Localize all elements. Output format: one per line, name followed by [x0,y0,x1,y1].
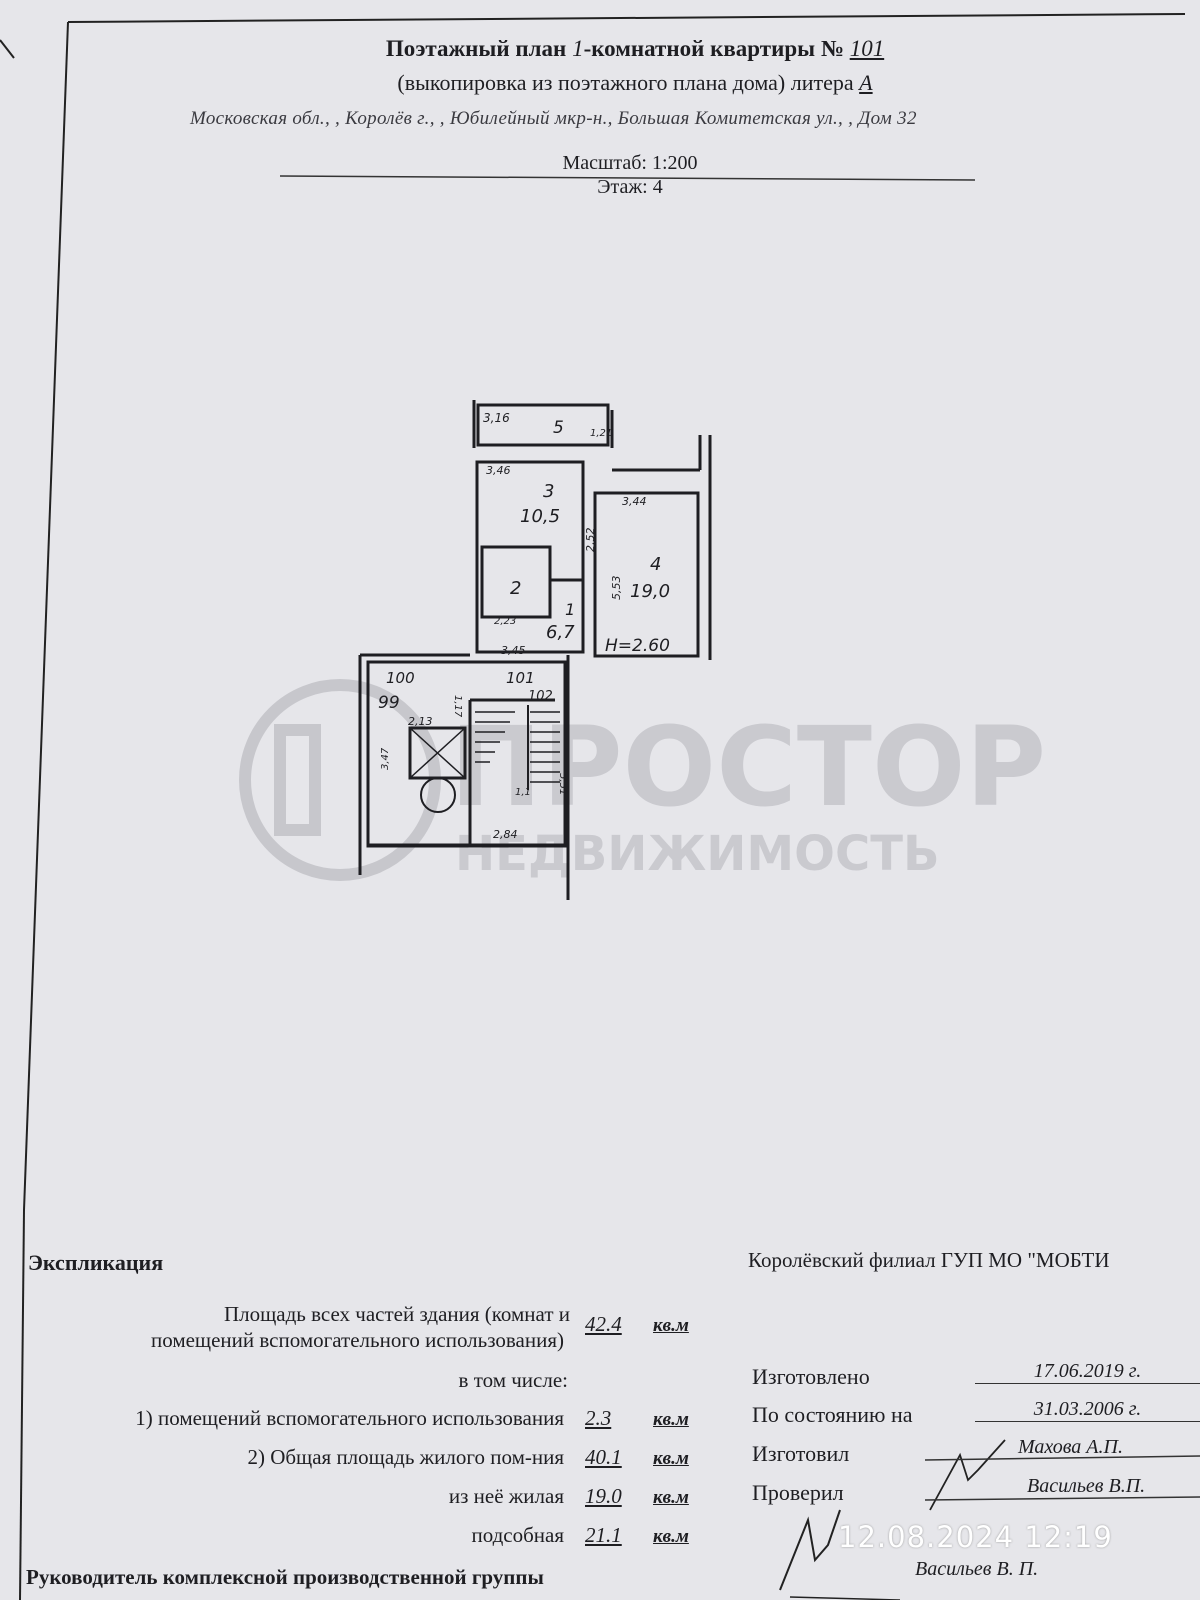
room-4-area: 19,0 [630,581,670,602]
address: Московская обл., , Королёв г., , Юбилейн… [190,108,917,129]
watermark-line2: НЕДВИЖИМОСТЬ [455,826,940,882]
room-2-dim: 2,23 [494,616,516,627]
room-1-number: 1 [565,600,575,619]
room-3-area: 10,5 [520,506,560,527]
watermark-line1: ПРОСТОР [450,703,1046,831]
living-label: из неё жилая [448,1484,564,1508]
neighbor-100: 100 [386,669,415,687]
living-total-value: 40.1 [585,1445,622,1469]
title-prefix: Поэтажный план [385,36,567,61]
document-title: Поэтажный план 1-комнатной квартиры № 10… [0,36,1200,62]
stair-dim-5: 3,47 [380,747,391,770]
total-unit: кв.м [653,1315,689,1336]
litera: А [859,70,873,95]
ceiling-height: Н=2.60 [605,636,670,656]
frame-left-low [19,1209,25,1600]
including-label: в том числе: [458,1368,568,1392]
neighbor-101: 101 [506,669,535,687]
photo-timestamp: 12.08.2024 12:19 [838,1520,1113,1554]
plan-labels: 3,16 5 1,21 3,46 3 10,5 2,52 3,44 5,53 4… [378,411,670,841]
head-name: Васильев В. П. [915,1558,1039,1580]
living-value: 19.0 [585,1484,622,1508]
title-rooms: 1 [572,36,584,61]
apartment-number: 101 [849,36,885,61]
floor-number: Этаж: 4 [597,176,663,198]
watermark-logo [239,679,441,881]
made-label: Изготовлено [752,1364,870,1389]
stair-dim-6: 1,1 [515,787,531,798]
signature-head [779,1509,841,1591]
room-5-number: 5 [553,418,564,438]
room-3-dim-b: 2,52 [584,528,597,553]
room-5-dim-b: 1,21 [590,428,612,439]
state-label: По состоянию на [752,1402,913,1427]
room-1-area: 6,7 [546,622,575,643]
total-label-1: Площадь всех частей здания (комнат и [223,1302,570,1326]
checker-value: Васильев В.П. [1027,1475,1146,1497]
room-2-number: 2 [510,578,521,599]
frame-left [23,21,69,1211]
title-middle: -комнатной квартиры № [583,36,844,61]
utility-unit: кв.м [653,1526,689,1547]
room-1-dim: 3,45 [501,644,526,657]
head-label: Руководитель комплексной производственно… [26,1565,544,1589]
room-4-dim-b: 5,53 [610,576,623,601]
aux-unit: кв.м [653,1409,689,1430]
room-3-dim-a: 3,46 [486,464,511,477]
living-total-unit: кв.м [653,1448,689,1469]
checker-label: Проверил [752,1480,844,1505]
header-rule [279,175,976,181]
made-value: 17.06.2019 г. [975,1360,1200,1384]
maker-label: Изготовил [752,1441,850,1466]
total-label-2: помещений вспомогательного использования… [150,1328,564,1352]
room-4-dim-a: 3,44 [622,495,647,508]
room-5-dim-a: 3,16 [483,411,510,425]
total-value: 42.4 [585,1312,622,1336]
explication-title: Экспликация [28,1250,164,1275]
room-3-number: 3 [543,481,554,502]
aux-label: 1) помещений вспомогательного использова… [135,1406,564,1430]
room-4-number: 4 [650,554,661,575]
document-subtitle: (выкопировка из поэтажного плана дома) л… [0,70,1200,96]
maker-line [924,1455,1200,1461]
neighbor-102: 102 [528,689,553,704]
frame-top [67,13,1186,23]
office-name: Королёвский филиал ГУП МО "МОБТИ [748,1248,1110,1272]
stair-dim-4: 5,51 [557,773,568,795]
aux-value: 2.3 [585,1406,612,1430]
utility-label: подсобная [471,1523,564,1547]
maker-value: Махова А.П. [1018,1436,1123,1458]
stairs [475,711,560,783]
stair-dim-1: 2,13 [408,715,433,728]
frame-tick [0,39,15,59]
neighbor-99: 99 [378,693,400,713]
subtitle-text: (выкопировка из поэтажного плана дома) л… [397,70,854,95]
signature-maker [929,1439,1006,1511]
living-unit: кв.м [653,1487,689,1508]
checker-line [924,1496,1200,1501]
stair-dim-3: 2,84 [493,828,518,841]
living-total-label: 2) Общая площадь жилого пом-ния [247,1445,564,1469]
utility-value: 21.1 [585,1523,622,1547]
stair-dim-2: 1,17 [452,695,463,718]
scale: Масштаб: 1:200 [562,152,698,174]
plan-walls [358,400,712,900]
state-value: 31.03.2006 г. [975,1398,1200,1422]
